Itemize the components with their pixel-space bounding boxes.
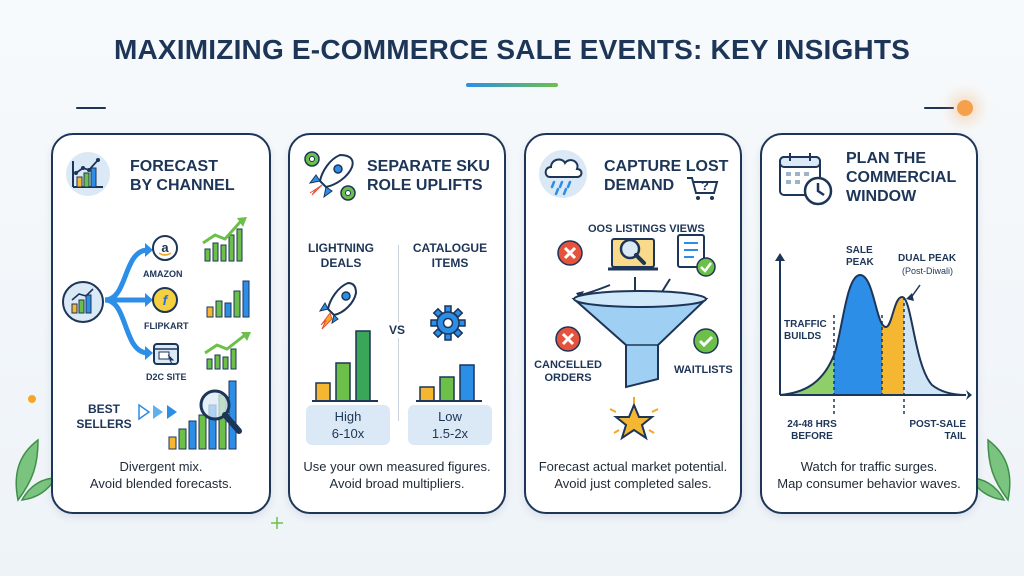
card-plan-the-commercial-window: PLAN THE COMMERCIAL WINDOW SALE PEAK DUA… [760,133,978,514]
star-icon [609,397,659,441]
dual-peak-label: DUAL PEAK [898,253,957,264]
d2c-site-icon [153,343,179,365]
left-leaves-icon [15,438,58,502]
low-uplift-box: Low 1.5-2x [408,405,492,445]
waitlists-label: WAITLISTS [674,364,733,376]
svg-text:f: f [163,292,169,308]
lightning-deals-bar-chart [312,330,378,402]
vs-label: VS [388,322,407,338]
branch-arrows [104,243,153,360]
bar-chart-icon [66,152,110,196]
sale-peak-label: SALE PEAK [846,245,874,268]
best-sellers-label: BEST SELLERS [76,402,132,431]
catalogue-items-label: CATALOGUE ITEMS [412,241,488,270]
card-title: FORECAST BY CHANNEL [130,158,235,194]
page-title: MAXIMIZING E-COMMERCE SALE EVENTS: KEY I… [113,34,911,65]
lightning-deals-label: LIGHTNING DEALS [308,241,374,270]
gear-icon [430,305,466,341]
decorative-dot [28,395,36,403]
flipkart-bar-chart [206,280,250,318]
svg-text:?: ? [701,178,709,193]
flipkart-logo-icon: f [152,287,178,313]
card-caption: Forecast actual market potential. Avoid … [538,459,728,491]
calendar-clock-icon [779,153,833,206]
card-title: PLAN THE COMMERCIAL WINDOW [846,150,957,205]
decorative-line [924,107,954,109]
card-caption: Use your own measured figures. Avoid bro… [303,459,491,491]
magnifier-bar-chart-icon [168,380,242,450]
traffic-wave-chart [775,253,972,415]
cancelled-icon [557,240,583,266]
card-capture-lost-demand: CAPTURE LOST DEMAND ? OOS LISTINGS VIEWS [524,133,742,514]
before-window-label: 24-48 HRS BEFORE [787,419,837,442]
best-sellers-arrows [138,403,177,421]
cancelled-orders-label: CANCELLED ORDERS [534,359,602,384]
cart-question-icon: ? [687,177,719,200]
card-forecast-by-channel: FORECAST BY CHANNEL a AMAZON f [51,133,271,514]
svg-text:a: a [161,240,169,255]
right-leaves-icon [968,438,1011,502]
dual-peak-sublabel: (Post-Diwali) [902,266,954,276]
decorative-line [76,107,106,109]
cancelled-orders-icon [555,326,581,352]
card-title: SEPARATE SKU ROLE UPLIFTS [367,158,490,194]
waitlists-check-icon [693,328,719,354]
amazon-logo-icon: a [152,235,178,261]
rocket-icon [318,281,358,330]
search-laptop-icon [608,238,658,271]
rocket-gears-icon [304,151,356,201]
card-caption: Divergent mix. Avoid blended forecasts. [89,459,233,491]
oos-listings-views-label: OOS LISTINGS VIEWS [588,223,705,235]
catalogue-items-bar-chart [416,364,482,402]
high-uplift-box: High 6-10x [306,405,390,445]
title-underline [466,83,558,87]
channel-hub-icon [62,281,104,323]
card-title: CAPTURE LOST DEMAND [604,158,729,194]
sparkle-icon [271,517,283,529]
channel-label-amazon: AMAZON [143,269,183,279]
decorative-dot [957,100,973,116]
traffic-builds-label: TRAFFIC BUILDS [784,319,827,342]
card-separate-sku-role-uplifts: SEPARATE SKU ROLE UPLIFTS LIGHTNING DEAL… [288,133,506,514]
rain-cloud-icon [539,150,587,198]
funnel-icon [571,277,709,389]
amazon-growth-chart [202,217,247,262]
channel-label-flipkart: FLIPKART [144,321,189,331]
card-caption: Watch for traffic surges. Map consumer b… [777,459,961,491]
checklist-icon [677,234,716,277]
post-sale-tail-label: POST-SALE TAIL [909,419,966,442]
channel-label-d2c-site: D2C SITE [146,372,187,382]
d2c-growth-chart [204,332,251,370]
